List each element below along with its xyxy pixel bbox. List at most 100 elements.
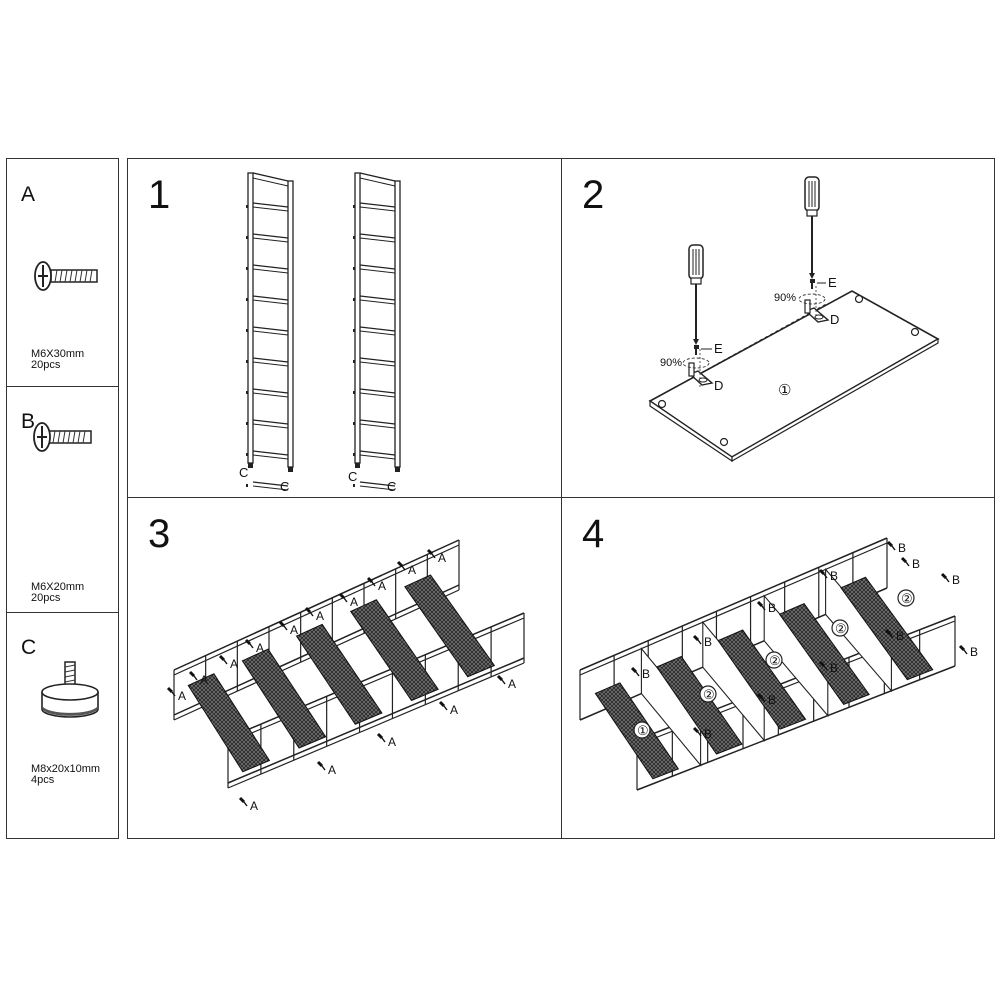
label-b-8: B (768, 693, 776, 707)
screw-a-icon-9 (396, 560, 406, 571)
label-a-13: A (388, 735, 396, 749)
part-c-qty: 4pcs (31, 774, 55, 786)
screwdriver-icon-left (688, 244, 704, 345)
label-a-9: A (408, 563, 416, 577)
label-angle-right: 90% (774, 292, 796, 304)
screw-b-icon-11 (940, 572, 950, 583)
label-a-8: A (378, 579, 386, 593)
label-b-5: B (898, 541, 906, 555)
label-d-left: D (714, 378, 723, 393)
screw-b-icon-8 (756, 692, 766, 703)
part-a-letter: A (21, 183, 36, 206)
label-b-6: B (912, 557, 920, 571)
screw-b-icon-2 (692, 634, 702, 645)
leveling-foot-icon (41, 661, 99, 718)
screw-a-icon-13 (376, 732, 386, 743)
screw-a-icon-7 (338, 592, 348, 603)
label-a-7: A (350, 595, 358, 609)
part-a-size: M6X30mm (31, 348, 85, 360)
label-e-left: E (714, 341, 723, 356)
part-a-qty: 20pcs (31, 359, 61, 371)
part-c-size: M8x20x10mm (31, 763, 101, 775)
part-a-spec: M6X30mm 20pcs (31, 349, 84, 371)
label-b-12: B (970, 645, 978, 659)
board-number-circle-2 (699, 685, 717, 703)
label-a-10: A (438, 551, 446, 565)
screw-b-icon-3 (756, 600, 766, 611)
label-a-6: A (316, 609, 324, 623)
label-board-1: ① (778, 382, 791, 399)
label-b-3: B (768, 601, 776, 615)
part-c-letter: C (21, 636, 37, 659)
side-frame-ladders (246, 172, 401, 491)
screw-short-icon (33, 422, 92, 452)
screw-b-icon-12 (958, 644, 968, 655)
label-a-3: A (230, 657, 238, 671)
board-number-circle-1 (633, 721, 651, 739)
mesh-shelves (187, 574, 496, 773)
screw-a-icon-15 (496, 674, 506, 685)
label-b-9: B (830, 661, 838, 675)
label-b-4: B (830, 569, 838, 583)
label-b-11: B (952, 573, 960, 587)
ladder-frame-1 (246, 172, 294, 491)
label-e-right: E (828, 275, 837, 290)
screw-a-icon-1 (166, 686, 176, 697)
screw-b-icon-10 (884, 628, 894, 639)
board-number-label-1: ① (637, 723, 649, 738)
step-2-panel: 2 (561, 158, 995, 499)
label-a-1: A (178, 689, 186, 703)
board-number-label-3: ② (769, 653, 781, 668)
board-number-label-5: ② (901, 591, 913, 606)
screwdriver-icon-right (804, 176, 820, 279)
part-b-qty: 20pcs (31, 592, 61, 604)
step-3-number: 3 (148, 512, 171, 556)
screw-e-icon-right (810, 279, 815, 289)
ladder-frame-2 (353, 172, 401, 491)
step-4-number: 4 (582, 512, 605, 556)
screw-a-icon-12 (316, 760, 326, 771)
screw-a-icon-14 (438, 700, 448, 711)
label-d-right: D (830, 312, 839, 327)
label-a-14: A (450, 703, 458, 717)
foot-label-4: C (387, 479, 396, 494)
label-a-15: A (508, 677, 516, 691)
board-number-label-4: ② (835, 621, 847, 636)
screw-long-icon (34, 261, 98, 291)
screw-a-icon-2 (188, 670, 198, 681)
part-c-spec: M8x20x10mm 4pcs (31, 764, 100, 786)
step-2-number: 2 (582, 173, 605, 217)
label-b-10: B (896, 629, 904, 643)
board-number-circle-5 (897, 589, 915, 607)
screw-b-icon-9 (818, 660, 828, 671)
board-number-circle-4 (831, 619, 849, 637)
screw-b-icon-1 (630, 666, 640, 677)
label-a-4: A (256, 641, 264, 655)
label-b-1: B (642, 667, 650, 681)
part-b-spec: M6X20mm 20pcs (31, 582, 84, 604)
step-1-number: 1 (148, 173, 171, 217)
screw-b-icon-7 (692, 726, 702, 737)
step-1-foot-labels: C C C C (239, 465, 396, 494)
screw-a-icon-8 (366, 576, 376, 587)
screw-b-icon-4 (818, 568, 828, 579)
parts-list: A M6X30mm 20pcs B (6, 158, 119, 839)
foot-label-3: C (348, 469, 357, 484)
part-c: C M8x20x10mm 4pcs (7, 612, 118, 838)
screw-e-icon-left (694, 345, 699, 355)
label-a-2: A (200, 673, 208, 687)
part-b: B M6X20mm 20pcs (7, 386, 118, 613)
part-b-size: M6X20mm (31, 581, 85, 593)
board-panel (648, 290, 940, 463)
step-1-panel: 1 C C C C (127, 158, 563, 499)
screw-a-icon-11 (238, 796, 248, 807)
part-b-letter: B (21, 410, 36, 433)
label-b-7: B (704, 727, 712, 741)
bracket-d-icon-right (804, 299, 830, 323)
foot-label-2: C (280, 479, 289, 494)
bracket-d-icon-left (688, 362, 714, 386)
